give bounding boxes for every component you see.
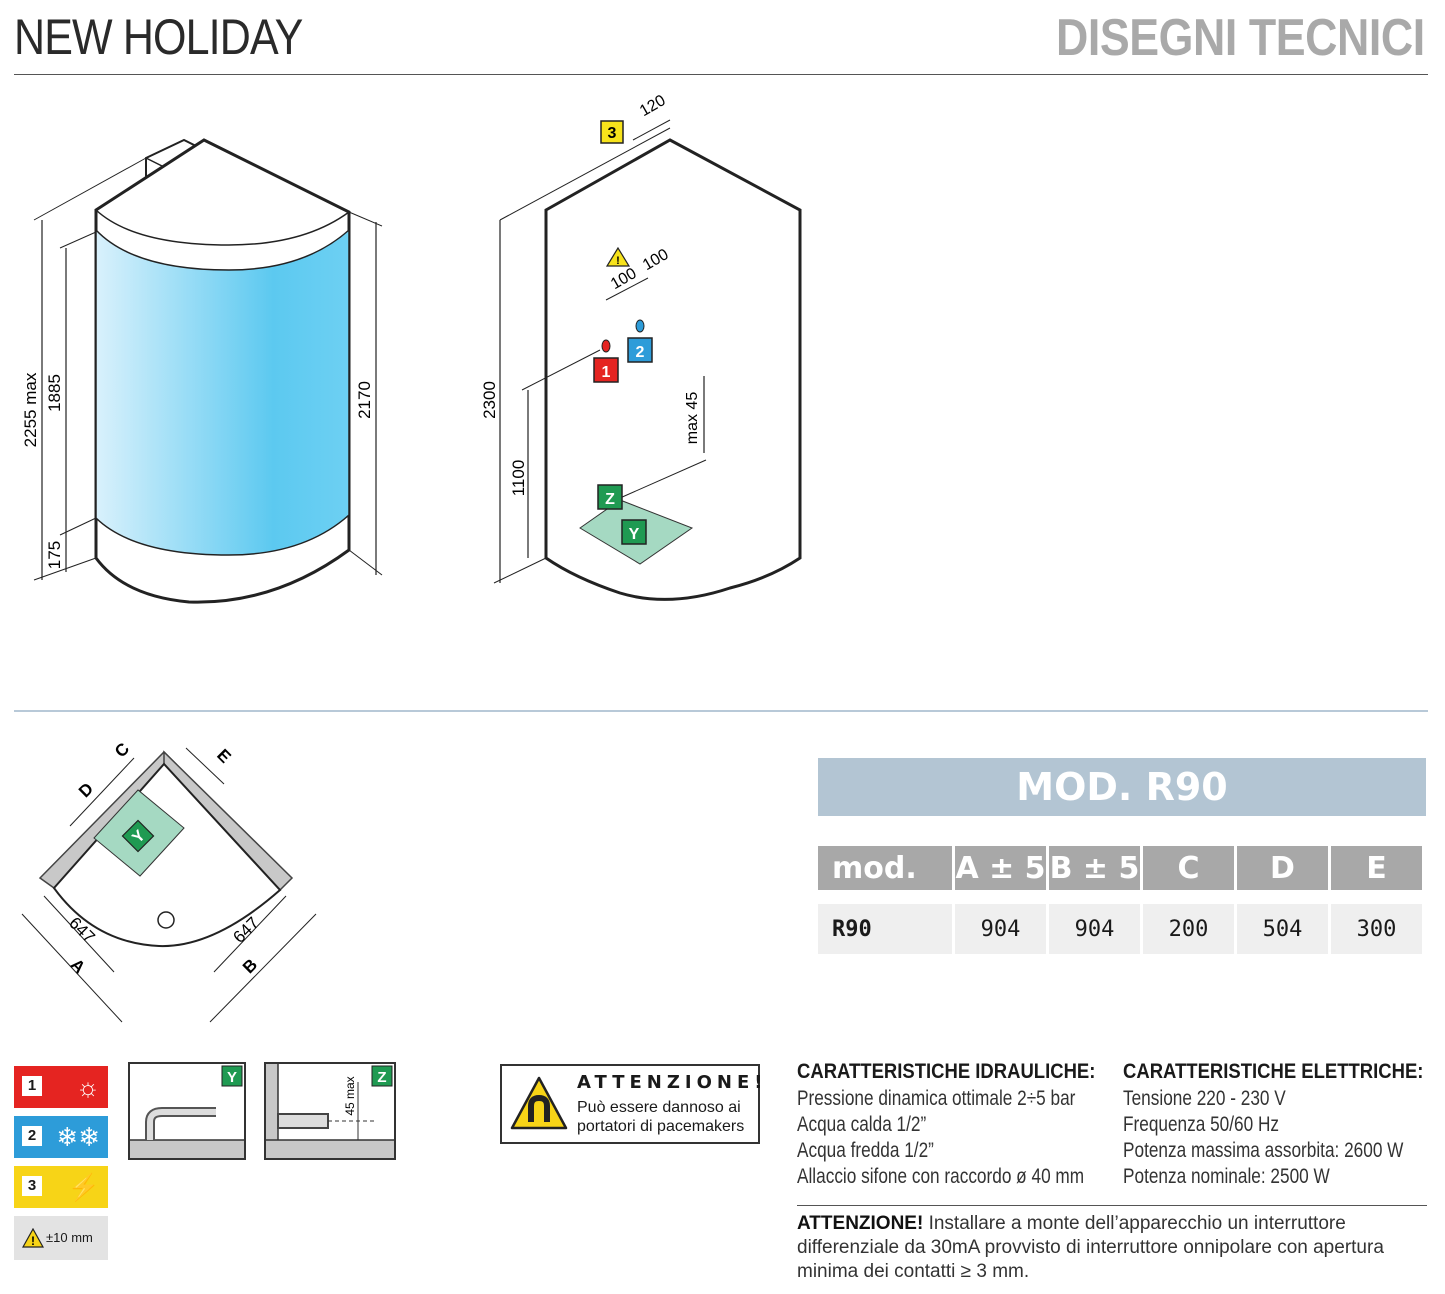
legend-num-3: 3 xyxy=(22,1176,42,1196)
installation-notice: ATTENZIONE! Installare a monte dell’appa… xyxy=(797,1212,1427,1284)
cell-model: R90 xyxy=(818,890,952,954)
plan-label-a: A xyxy=(67,955,89,977)
svg-text:!: ! xyxy=(31,1234,35,1248)
dim-top: 120 xyxy=(637,92,669,120)
electrical-section: CARATTERISTICHE ELETTRICHE: Tensione 220… xyxy=(1123,1060,1445,1189)
model-banner: MOD. R90 xyxy=(818,758,1426,816)
electrical-line: Tensione 220 - 230 V xyxy=(1123,1087,1286,1110)
hydraulic-line: Pressione dinamica ottimale 2÷5 bar xyxy=(797,1087,1076,1110)
table-row: R90 904 904 200 504 300 xyxy=(818,890,1422,954)
hydraulic-heading: CARATTERISTICHE IDRAULICHE: xyxy=(797,1060,1096,1083)
dim-overall: 2255 max xyxy=(21,372,40,447)
z-detail-drawing: 45 max Z xyxy=(264,1062,396,1160)
z-detail-dim: 45 max xyxy=(343,1076,357,1115)
product-title: NEW HOLIDAY xyxy=(14,9,303,65)
electrical-heading: CARATTERISTICHE ELETTRICHE: xyxy=(1123,1060,1424,1083)
dim-glass: 1885 xyxy=(45,374,64,412)
notice-text: Installare a monte dell’apparecchio un i… xyxy=(797,1213,1384,1282)
y-detail-drawing: Y xyxy=(128,1062,246,1160)
cell-b: 904 xyxy=(1049,890,1140,954)
label-z: Z xyxy=(605,491,615,508)
hydraulic-line: Allaccio sifone con raccordo ø 40 mm xyxy=(797,1165,1085,1188)
plan-label-d: D xyxy=(75,779,97,801)
cabin-front-drawing: 2255 max 1885 175 2170 xyxy=(21,138,383,604)
section-divider xyxy=(14,710,1428,712)
cell-c: 200 xyxy=(1143,890,1234,954)
cold-water-icon: ❄❄ xyxy=(56,1122,100,1152)
legend-hot-water: 1 ☼ xyxy=(14,1066,108,1108)
plan-view-drawing: Y D C E 647 A 647 B xyxy=(21,739,317,1023)
plan-label-c: C xyxy=(111,739,133,761)
cell-a: 904 xyxy=(955,890,1046,954)
hydraulic-section: CARATTERISTICHE IDRAULICHE: Pressione di… xyxy=(797,1060,1147,1189)
hydraulic-line: Acqua calda 1/2” xyxy=(797,1113,927,1136)
legend-electric: 3 ⚡ xyxy=(14,1166,108,1208)
legend-num-2: 2 xyxy=(22,1126,42,1146)
magnet-warning-icon xyxy=(510,1076,568,1130)
notice-label: ATTENZIONE! xyxy=(797,1213,924,1234)
dim-inlet: 1100 xyxy=(509,460,528,497)
table-header-row: mod. A ± 5 B ± 5 C D E xyxy=(818,846,1422,890)
dim-right: 2170 xyxy=(355,381,374,419)
tolerance-box: ! ±10 mm xyxy=(14,1216,108,1260)
header-divider xyxy=(14,74,1428,75)
svg-text:!: ! xyxy=(616,255,620,267)
section-title: DISEGNI TECNICI xyxy=(1056,9,1425,67)
header-e: E xyxy=(1331,846,1422,890)
warning-title: ATTENZIONE! xyxy=(577,1072,768,1093)
hot-water-icon: ☼ xyxy=(76,1072,100,1102)
header-a: A ± 5 xyxy=(955,846,1046,890)
y-detail-label: Y xyxy=(227,1069,237,1086)
header-b: B ± 5 xyxy=(1049,846,1140,890)
label-3: 3 xyxy=(608,125,617,142)
cell-e: 300 xyxy=(1331,890,1422,954)
electrical-line: Potenza nominale: 2500 W xyxy=(1123,1165,1330,1188)
header-d: D xyxy=(1237,846,1328,890)
dimensions-table: mod. A ± 5 B ± 5 C D E R90 904 904 200 5… xyxy=(815,846,1425,954)
hydraulic-line: Acqua fredda 1/2” xyxy=(797,1139,934,1162)
cell-d: 504 xyxy=(1237,890,1328,954)
electrical-line: Potenza massima assorbita: 2600 W xyxy=(1123,1139,1404,1162)
label-y: Y xyxy=(629,526,640,543)
electrical-line: Frequenza 50/60 Hz xyxy=(1123,1113,1280,1136)
dim-drain: max 45 xyxy=(684,392,701,445)
legend-num-1: 1 xyxy=(22,1076,42,1096)
label-1: 1 xyxy=(602,364,611,381)
plan-label-e: E xyxy=(213,745,234,766)
legend-cold-water: 2 ❄❄ xyxy=(14,1116,108,1158)
electric-plug-icon: ⚡ xyxy=(67,1172,100,1202)
z-detail-label: Z xyxy=(377,1069,386,1086)
header-c: C xyxy=(1143,846,1234,890)
label-2: 2 xyxy=(636,344,645,361)
installation-drawing: 2300 1100 120 3 ! 100 100 1 2 max 45 Z Y xyxy=(480,92,802,601)
dim-height: 2300 xyxy=(480,381,499,419)
dim-base: 175 xyxy=(45,541,64,569)
pacemaker-warning: ATTENZIONE! Può essere dannoso ai portat… xyxy=(500,1064,762,1144)
warning-text: Può essere dannoso ai portatori di pacem… xyxy=(577,1099,745,1135)
notice-divider xyxy=(797,1205,1427,1206)
tolerance-text: ±10 mm xyxy=(46,1230,93,1245)
header-mod: mod. xyxy=(818,846,952,890)
warning-icon: ! xyxy=(22,1228,44,1248)
